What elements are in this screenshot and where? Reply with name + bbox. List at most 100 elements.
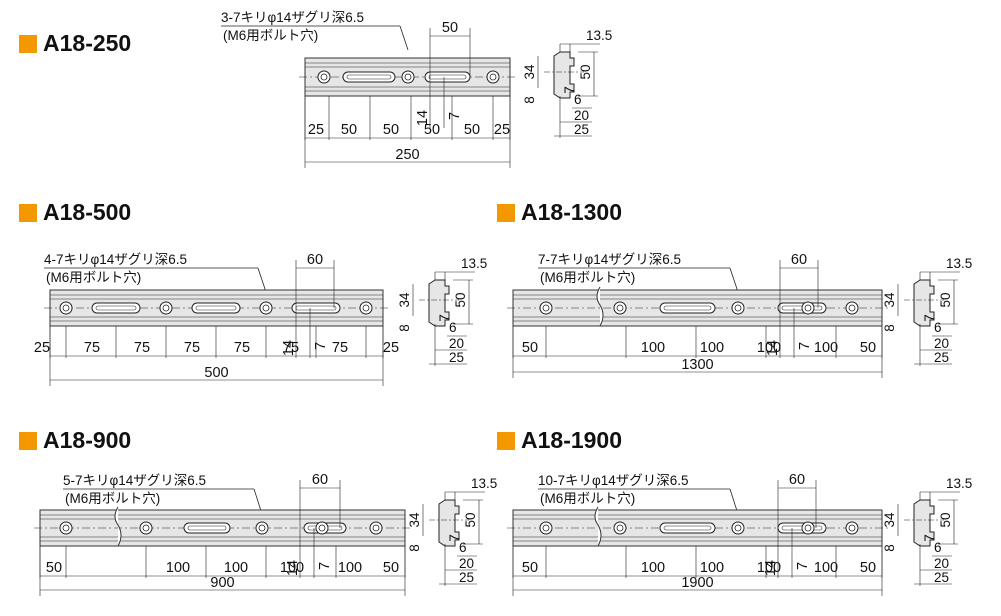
spacing-label: 25 <box>383 340 399 356</box>
section-dim-25-label: 25 <box>574 122 589 137</box>
section-dim-7-label: 7 <box>437 314 452 322</box>
section-width-top-label: 13.5 <box>586 28 612 43</box>
note-leader <box>257 267 267 293</box>
spacing-label: 100 <box>224 560 248 576</box>
slot-inner <box>295 305 337 311</box>
bolt-note-label: (M6用ボルト穴) <box>540 491 635 506</box>
section-dim-20-label: 20 <box>934 336 949 351</box>
through-hole <box>848 304 856 312</box>
spacing-label: 50 <box>46 560 62 576</box>
total-length-label: 500 <box>204 365 228 381</box>
section-dim-7-label: 7 <box>922 534 937 542</box>
spacing-label: 75 <box>134 340 150 356</box>
section-height-upper-label: 34 <box>522 64 537 80</box>
spacing-label: 100 <box>757 560 781 576</box>
slot-inner <box>428 74 467 80</box>
total-length-label: 1300 <box>681 357 713 373</box>
spacing-label: 50 <box>860 340 876 356</box>
title-text: A18-1900 <box>521 427 623 453</box>
hole-dia-label: 7 <box>447 112 463 120</box>
through-hole <box>362 304 370 312</box>
section-dim-25-label: 25 <box>934 570 949 585</box>
bolt-note-label: (M6用ボルト穴) <box>223 28 318 43</box>
through-hole <box>318 524 326 532</box>
hole-note-label: 3-7キリφ14ザグリ深6.5 <box>221 10 364 25</box>
section-profile <box>553 51 575 99</box>
bolt-note-label: (M6用ボルト穴) <box>540 270 635 285</box>
title-text: A18-900 <box>43 427 132 453</box>
spacing-label: 75 <box>184 340 200 356</box>
section-height-lower-label: 8 <box>882 544 897 552</box>
spacing-label: 100 <box>814 560 838 576</box>
title-a18-1900: A18-1900 <box>497 427 622 454</box>
title-a18-500: A18-500 <box>19 199 131 226</box>
through-hole <box>734 524 742 532</box>
section-dim-6-label: 6 <box>459 540 467 555</box>
section-height-upper-label: 34 <box>397 292 412 308</box>
title-marker-square <box>497 203 515 222</box>
slot-pitch-label: 60 <box>312 472 328 488</box>
section-profile <box>913 279 935 327</box>
section-height-total-label: 50 <box>938 512 953 527</box>
section-dim-6-label: 6 <box>574 92 582 107</box>
through-hole <box>262 304 270 312</box>
through-hole <box>734 304 742 312</box>
section-height-total-label: 50 <box>453 292 468 307</box>
spacing-label: 50 <box>424 122 440 138</box>
section-dim-7-label: 7 <box>447 534 462 542</box>
hole-note-label: 10-7キリφ14ザグリ深6.5 <box>538 473 689 488</box>
hole-note-label: 5-7キリφ14ザグリ深6.5 <box>63 473 206 488</box>
through-hole <box>258 524 266 532</box>
note-leader <box>399 25 409 51</box>
break-mark <box>594 506 602 547</box>
through-hole <box>542 304 550 312</box>
section-dim-25-label: 25 <box>934 350 949 365</box>
spacing-label: 75 <box>234 340 250 356</box>
through-hole <box>372 524 380 532</box>
title-text: A18-250 <box>43 30 132 56</box>
title-a18-900: A18-900 <box>19 427 131 454</box>
title-a18-1300: A18-1300 <box>497 199 622 226</box>
section-profile <box>913 499 935 547</box>
spacing-label: 100 <box>700 340 724 356</box>
hole-dia-label: 7 <box>795 562 811 570</box>
spacing-label: 100 <box>280 560 304 576</box>
hole-note-label: 4-7キリφ14ザグリ深6.5 <box>44 252 187 267</box>
spacing-label: 50 <box>860 560 876 576</box>
title-marker-square <box>19 34 37 53</box>
spacing-label: 50 <box>383 122 399 138</box>
section-height-lower-label: 8 <box>522 96 537 104</box>
section-height-lower-label: 8 <box>882 324 897 332</box>
section-width-top-label: 13.5 <box>471 476 497 491</box>
section-height-upper-label: 34 <box>882 512 897 528</box>
counterbore-dia-label: 14 <box>281 340 297 356</box>
slot-inner <box>663 525 712 531</box>
section-dim-25-label: 25 <box>449 350 464 365</box>
section-height-total-label: 50 <box>578 64 593 79</box>
slot-pitch-label: 60 <box>789 472 805 488</box>
slot-pitch-label: 60 <box>307 252 323 268</box>
counterbore-dia-label: 14 <box>285 560 301 576</box>
through-hole <box>320 73 328 81</box>
slot-pitch-label: 50 <box>442 20 458 36</box>
title-marker-square <box>19 203 37 222</box>
section-dim-20-label: 20 <box>459 556 474 571</box>
section-dim-20-label: 20 <box>574 108 589 123</box>
through-hole <box>616 524 624 532</box>
sections-layer: 13.55034876202513.55034876202513.5503487… <box>397 28 972 586</box>
spacing-label: 100 <box>757 340 781 356</box>
through-hole <box>489 73 497 81</box>
spacing-label: 100 <box>641 560 665 576</box>
spacing-label: 50 <box>522 560 538 576</box>
through-hole <box>62 304 70 312</box>
spacing-label: 25 <box>308 122 324 138</box>
break-mark <box>596 286 604 327</box>
